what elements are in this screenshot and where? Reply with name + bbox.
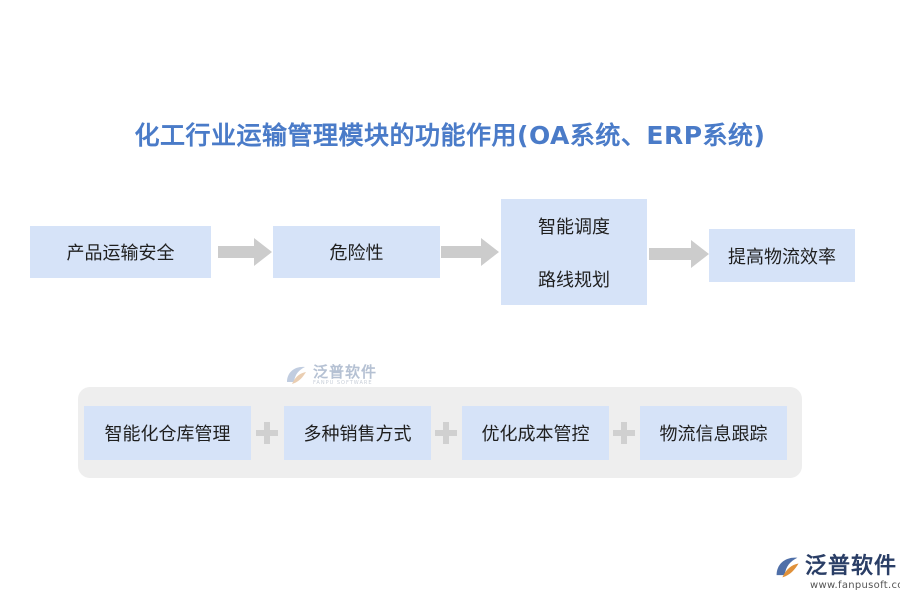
feature-logistics-tracking: 物流信息跟踪 [640,406,787,460]
feature-label: 多种销售方式 [303,424,412,445]
plus-icon [613,422,635,444]
watermark-corner-url: www.fanpusoft.com [810,580,900,591]
flow-step-danger: 危险性 [273,226,440,278]
watermark-corner: 泛普软件 www.fanpusoft.com [772,552,900,591]
flow-step-label-dispatch: 智能调度 [538,216,610,238]
watermark-corner-name: 泛普软件 [805,554,898,579]
flow-step-label: 提高物流效率 [728,246,836,268]
diagram-title: 化工行业运输管理模块的功能作用(OA系统、ERP系统) [134,121,766,150]
feature-label: 智能化仓库管理 [104,424,231,445]
watermark-center: 泛普软件 FANPU SOFTWARE [283,362,377,388]
flow-step-dispatch-routing: 智能调度 路线规划 [501,199,647,305]
flow-arrow-3 [649,240,709,268]
flow-step-label-routing: 路线规划 [538,269,610,291]
plus-icon [435,422,457,444]
flow-arrow-2 [441,238,499,266]
feature-label: 优化成本管控 [481,424,590,445]
fanpu-logo-icon [776,557,799,578]
flow-arrow-1 [218,238,272,266]
feature-smart-warehouse: 智能化仓库管理 [84,406,251,460]
fanpu-logo-icon [287,366,306,384]
flow-step-logistics-efficiency: 提高物流效率 [709,229,855,282]
flow-step-label: 产品运输安全 [66,243,175,264]
flow-step-product-safety: 产品运输安全 [30,226,211,278]
feature-cost-control: 优化成本管控 [462,406,609,460]
feature-sales-methods: 多种销售方式 [284,406,431,460]
watermark-center-subtitle: FANPU SOFTWARE [313,380,373,386]
flow-step-label: 危险性 [329,243,384,264]
plus-icon [256,422,278,444]
feature-label: 物流信息跟踪 [659,424,768,445]
watermark-center-name: 泛普软件 [313,363,378,381]
